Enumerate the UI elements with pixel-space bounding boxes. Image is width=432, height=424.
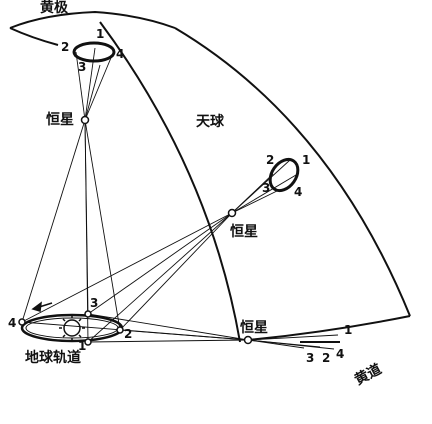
earth-position-3 <box>84 310 92 318</box>
celestial-sphere-outline <box>9 10 411 343</box>
parallax-ellipse-pole <box>72 41 116 63</box>
num-pole-4: 4 <box>116 47 124 61</box>
num-mid-1: 1 <box>302 153 310 167</box>
sightlines-star-top <box>21 47 121 343</box>
num-ecl-1: 1 <box>344 323 352 337</box>
sightlines-star-bottom <box>21 313 339 350</box>
sphere-inner-meridian <box>99 21 241 343</box>
label-ecliptic-pole: 黄极 <box>40 0 69 16</box>
label-star-bottom: 恒星 <box>240 319 268 336</box>
label-earth-orbit: 地球轨道 <box>25 349 81 366</box>
num-mid-3: 3 <box>262 181 270 195</box>
num-orbit-4: 4 <box>8 316 16 330</box>
num-ecl-4: 4 <box>336 347 344 361</box>
num-orbit-3: 3 <box>90 296 98 310</box>
star-marker-top <box>80 115 90 125</box>
earth-position-2 <box>116 326 124 334</box>
num-ecl-2: 2 <box>322 351 330 365</box>
label-celestial-sphere: 天球 <box>196 113 225 130</box>
earth-position-4 <box>18 318 26 326</box>
num-pole-2: 2 <box>61 40 69 54</box>
sphere-bottom-edge <box>247 315 411 341</box>
label-ecliptic: 黄道 <box>352 360 385 388</box>
sphere-top-arc <box>9 10 176 29</box>
num-ecl-3: 3 <box>306 351 314 365</box>
num-mid-2: 2 <box>266 153 274 167</box>
star-marker-middle <box>227 208 237 218</box>
sun-icon <box>59 315 85 341</box>
sphere-outer-arc <box>174 27 411 317</box>
direction-arrow-icon <box>31 301 53 312</box>
label-star-top: 恒星 <box>46 111 74 128</box>
star-marker-bottom <box>243 335 253 345</box>
num-orbit-2: 2 <box>124 327 132 341</box>
label-star-middle: 恒星 <box>230 223 258 240</box>
sightlines-star-middle <box>21 159 297 343</box>
num-pole-1: 1 <box>96 27 104 41</box>
parallax-ellipse-mid <box>268 157 300 193</box>
num-mid-4: 4 <box>294 185 302 199</box>
num-pole-3: 3 <box>78 60 86 74</box>
num-orbit-1: 1 <box>78 339 86 353</box>
sphere-left-arc <box>9 27 59 46</box>
earth-position-1 <box>84 338 92 346</box>
